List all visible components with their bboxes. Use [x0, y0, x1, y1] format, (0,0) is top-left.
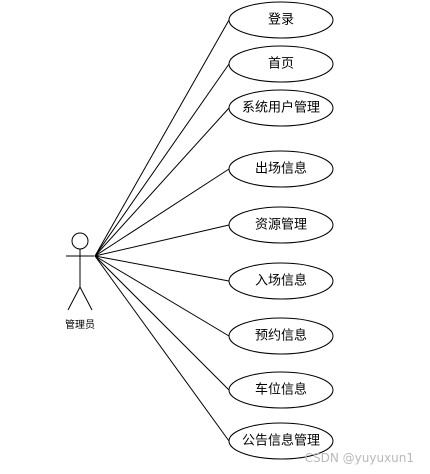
use-case-ellipse [228, 371, 334, 409]
association-line [94, 107, 230, 257]
actor-figure: 管理员 [65, 232, 95, 331]
use-case-label: 预约信息 [255, 328, 307, 344]
use-case-label: 出场信息 [255, 161, 307, 177]
use-case: 车位信息 [228, 371, 334, 409]
use-case-label: 入场信息 [255, 273, 307, 289]
use-case: 入场信息 [228, 262, 334, 300]
association-lines [94, 19, 230, 442]
association-line [94, 255, 230, 442]
use-case: 资源管理 [228, 206, 334, 244]
use-case-label: 公告信息管理 [242, 433, 320, 449]
use-case-ellipse [228, 89, 334, 127]
use-case-label: 系统用户管理 [242, 100, 320, 116]
association-line [94, 63, 230, 257]
use-case: 登录 [228, 1, 334, 39]
use-case: 系统用户管理 [228, 89, 334, 127]
use-case: 出场信息 [228, 150, 334, 188]
association-line [94, 224, 230, 257]
use-case: 预约信息 [228, 317, 334, 355]
actor-name: 管理员 [65, 318, 95, 331]
use-case-ellipse [228, 1, 334, 39]
use-case: 首页 [228, 45, 334, 83]
watermark: CSDN @yuyuxun1 [305, 451, 414, 465]
use-case-ellipse [228, 262, 334, 300]
use-case-ellipse [228, 45, 334, 83]
actor-left-leg [67, 286, 81, 311]
actor-right-leg [79, 286, 93, 311]
use-case-label: 资源管理 [255, 218, 307, 233]
use-case-label: 车位信息 [255, 382, 307, 398]
use-case-ellipse [228, 150, 334, 188]
association-line [94, 168, 230, 257]
association-line [94, 19, 230, 257]
actor-head [71, 232, 89, 250]
use-case: 公告信息管理 [228, 422, 334, 460]
use-case-ellipse [228, 317, 334, 355]
use-case-label: 登录 [268, 13, 294, 28]
use-case-ellipse [228, 206, 334, 244]
association-line [94, 255, 230, 391]
use-case-label: 首页 [268, 57, 294, 72]
association-line [94, 255, 230, 337]
association-line [94, 255, 230, 282]
use-case-ellipse [228, 422, 334, 460]
